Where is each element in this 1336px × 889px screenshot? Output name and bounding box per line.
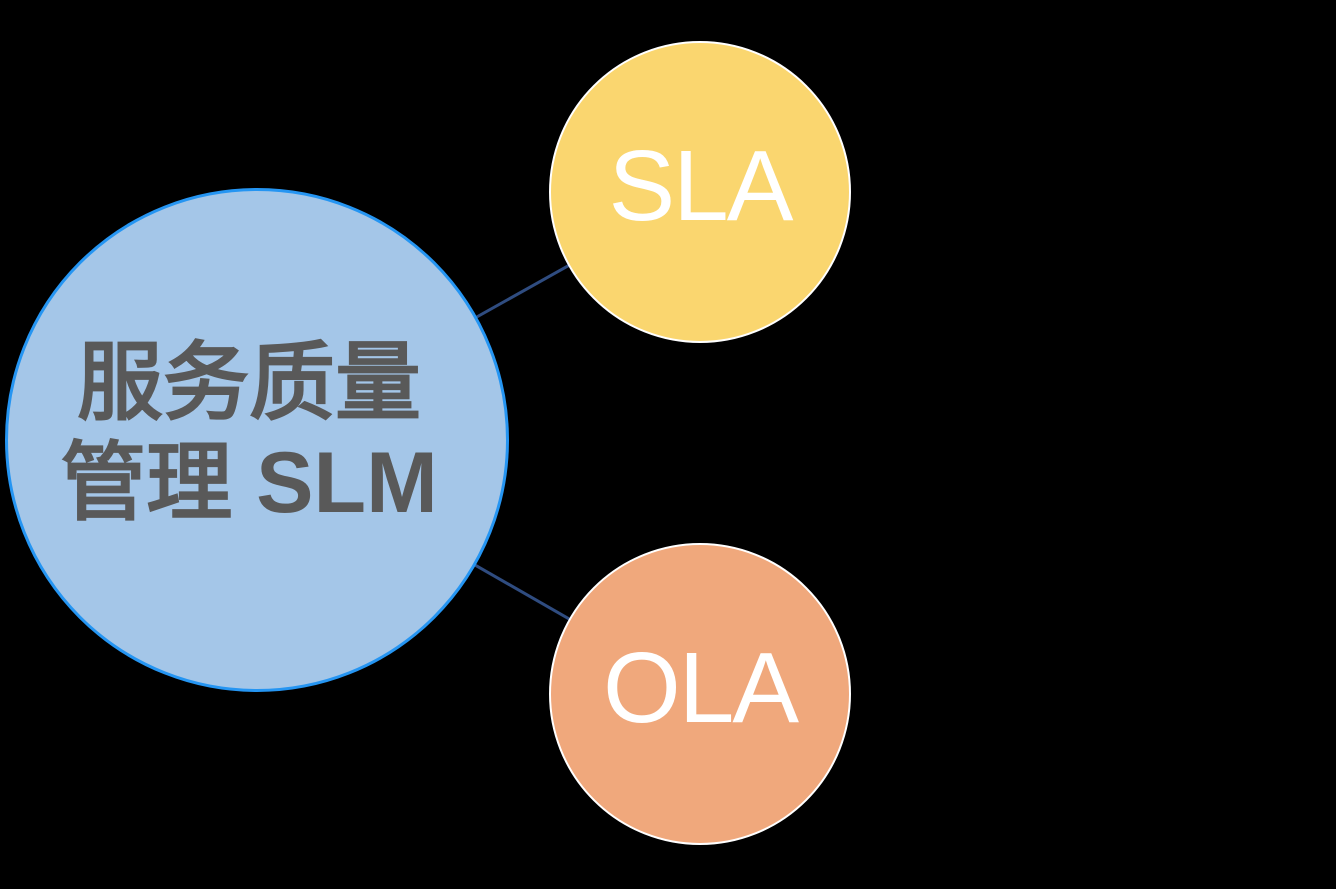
node-sla-circle: SLA <box>549 41 851 343</box>
node-slm-label: 服务质量 管理 SLM <box>60 334 437 534</box>
node-ola-label: OLA <box>602 631 799 744</box>
node-slm-label-line1: 服务质量 <box>77 335 421 432</box>
node-ola-circle: OLA <box>549 543 851 845</box>
node-slm-circle: 服务质量 管理 SLM <box>5 188 509 692</box>
node-sla-label: SLA <box>608 129 793 242</box>
node-slm-label-line2: 管理 SLM <box>60 435 438 531</box>
